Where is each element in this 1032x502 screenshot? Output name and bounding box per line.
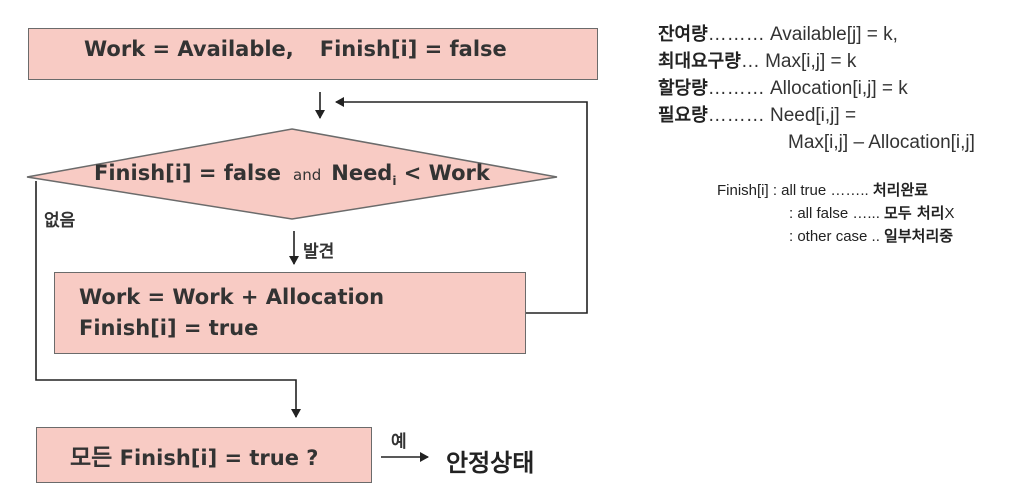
finish-case-prefix: : all false …... xyxy=(789,205,885,222)
final-condition: Finish[i] = true ? xyxy=(112,446,319,470)
finish-case-result: 처리완료 xyxy=(872,181,929,199)
condition-need: Need xyxy=(331,161,393,185)
finish-case-result: 모두 처리 xyxy=(884,204,945,222)
condition-and: and xyxy=(293,166,322,184)
init-box xyxy=(28,28,598,80)
condition-diamond xyxy=(26,128,558,220)
loop-back-line xyxy=(335,97,588,314)
final-check-text: 모든 Finish[i] = true ? xyxy=(70,438,318,472)
definition-term: 필요량 xyxy=(658,105,708,126)
definition-row: 할당량……… Allocation[i,j] = k xyxy=(658,75,975,102)
label-none: 없음 xyxy=(44,211,76,231)
condition-work: < Work xyxy=(396,161,490,185)
definition-term: 잔여량 xyxy=(658,24,708,45)
definition-continuation: Max[i,j] – Allocation[i,j] xyxy=(788,132,975,153)
init-work: Work = Available, xyxy=(84,37,294,61)
update-line-2: Finish[i] = true xyxy=(79,316,259,340)
definition-row: 최대요구량… Max[i,j] = k xyxy=(658,48,975,75)
safe-state-label: 안정상태 xyxy=(446,449,535,477)
update-line-1: Work = Work + Allocation xyxy=(79,285,385,309)
none-path-line xyxy=(35,181,301,418)
finish-case-row: Finish[i] : all true …….. 처리완료 xyxy=(717,179,955,202)
update-text: Work = Work + Allocation Finish[i] = tru… xyxy=(79,282,384,344)
finish-case-suffix: X xyxy=(944,205,955,222)
definition-expr: ……… Need[i,j] = xyxy=(707,105,857,126)
final-all: 모든 xyxy=(70,445,113,471)
update-box xyxy=(54,272,526,354)
finish-case-prefix: Finish[i] : all true …….. xyxy=(717,182,873,199)
condition-text: Finish[i] = false and Needi < Work xyxy=(94,161,490,188)
final-check-box xyxy=(36,427,372,483)
definition-expr: ……… Allocation[i,j] = k xyxy=(707,78,908,99)
finish-case-row: : other case .. 일부처리중 xyxy=(717,225,955,248)
init-text: Work = Available, Finish[i] = false xyxy=(84,37,507,61)
definition-expr: … Max[i,j] = k xyxy=(740,51,857,72)
finish-cases-list: Finish[i] : all true …….. 처리완료 : all fal… xyxy=(717,179,955,248)
label-found: 발견 xyxy=(303,242,335,262)
init-finish: Finish[i] = false xyxy=(319,37,507,61)
definition-term: 할당량 xyxy=(658,78,708,99)
condition-need-subscript: i xyxy=(392,174,397,189)
label-yes: 예 xyxy=(391,432,407,452)
finish-case-prefix: : other case .. xyxy=(789,228,885,245)
definition-expr: ……… Available[j] = k, xyxy=(707,24,898,45)
condition-finish: Finish[i] = false xyxy=(94,161,282,185)
definition-term: 최대요구량 xyxy=(658,51,741,72)
definitions-list: 잔여량……… Available[j] = k, 최대요구량… Max[i,j]… xyxy=(658,21,975,156)
finish-case-result: 일부처리중 xyxy=(884,227,954,245)
definition-row: 필요량……… Need[i,j] = xyxy=(658,102,975,129)
definition-row: 잔여량……… Available[j] = k, xyxy=(658,21,975,48)
finish-case-row: : all false …... 모두 처리X xyxy=(717,202,955,225)
